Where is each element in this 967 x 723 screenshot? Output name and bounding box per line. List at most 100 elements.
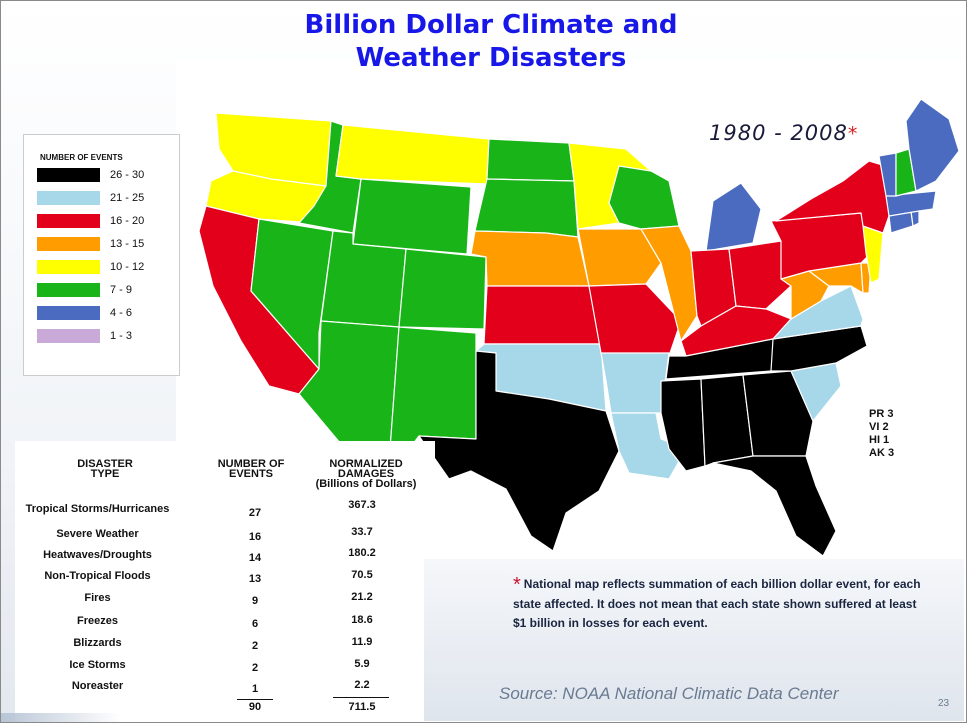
row-type: Severe Weather — [56, 528, 139, 540]
state-KS — [483, 285, 602, 345]
disaster-table: DISASTER TYPE NUMBER OF EVENTS NORMALIZE… — [15, 441, 435, 722]
state-SD — [474, 178, 579, 238]
legend-title: NUMBER OF EVENTS — [40, 153, 123, 162]
total-rule-events — [237, 699, 273, 700]
state-MT — [335, 124, 490, 185]
legend-swatch — [37, 191, 100, 205]
row-type: Noreaster — [71, 680, 124, 692]
legend-label: 26 - 30 — [110, 169, 145, 181]
row-damages: 367.3 — [348, 499, 376, 511]
header-damages-line: DAMAGES — [337, 468, 395, 480]
title-line-1: Billion Dollar Climate and — [304, 10, 678, 40]
legend-swatch — [37, 283, 100, 297]
table-row: Severe Weather 16 33.7 — [15, 526, 435, 548]
territory-ak: AK 3 — [869, 447, 895, 459]
row-events: 27 — [248, 507, 262, 519]
state-CO — [398, 248, 487, 330]
note-panel — [424, 559, 964, 721]
header-events: NUMBER OF EVENTS — [203, 458, 299, 480]
row-damages: 18.6 — [351, 614, 373, 626]
legend-label: 4 - 6 — [110, 307, 133, 319]
footnote-text: National map reflects summation of each … — [513, 577, 921, 630]
table-row: Non-Tropical Floods 13 70.5 — [15, 569, 435, 590]
legend-swatch — [37, 237, 100, 251]
year-range-text: 1980 - 2008 — [709, 121, 848, 145]
state-GA — [742, 370, 814, 457]
legend-label: 21 - 25 — [110, 192, 145, 204]
row-type: Heatwaves/Droughts — [43, 549, 152, 561]
header-type-line: TYPE — [90, 468, 120, 480]
legend-swatch — [37, 214, 100, 228]
header-type-line: DISASTER — [77, 458, 133, 470]
page-number: 23 — [938, 698, 950, 709]
map-legend: NUMBER OF EVENTS 26 - 30 21 - 25 16 - 20… — [23, 134, 180, 376]
slide-title: Billion Dollar Climate and Weather Disas… — [201, 9, 781, 75]
legend-swatch — [37, 168, 100, 182]
state-ND — [486, 138, 575, 182]
row-events: 9 — [251, 595, 259, 607]
title-line-2: Weather Disasters — [355, 43, 627, 73]
legend-swatch — [37, 260, 100, 274]
footnote: *National map reflects summation of each… — [513, 575, 933, 633]
state-AR — [600, 352, 670, 414]
state-ME — [905, 98, 960, 192]
legend-label: 13 - 15 — [110, 238, 145, 250]
source-credit: Source: NOAA National Climatic Data Cent… — [499, 684, 839, 703]
header-events-line: EVENTS — [228, 468, 273, 480]
legend-label: 7 - 9 — [110, 284, 133, 296]
year-range: 1980 - 2008* — [709, 121, 858, 145]
table-row: Tropical Storms/Hurricanes 27 367.3 — [15, 499, 435, 523]
state-MA — [885, 190, 937, 217]
table-row: Freezes 6 18.6 — [15, 614, 435, 635]
row-events: 16 — [248, 531, 262, 543]
row-damages: 70.5 — [351, 569, 373, 581]
row-type: Fires — [84, 592, 111, 604]
row-type: Freezes — [77, 615, 118, 627]
legend-label: 16 - 20 — [110, 215, 145, 227]
row-damages: 5.9 — [354, 658, 370, 670]
row-damages: 180.2 — [348, 547, 376, 559]
state-MI — [705, 182, 762, 252]
row-damages: 33.7 — [351, 526, 373, 538]
row-type: Ice Storms — [69, 659, 126, 671]
total-rule-damages — [333, 697, 389, 698]
row-type: Non-Tropical Floods — [44, 570, 151, 582]
legend-swatch — [37, 329, 100, 343]
state-RI — [910, 210, 920, 227]
row-type: Tropical Storms/Hurricanes — [25, 503, 170, 515]
territory-pr: PR 3 — [869, 408, 894, 420]
table-row: Noreaster 1 2.2 — [15, 679, 435, 700]
header-damages-line: (Billions of Dollars) — [315, 478, 417, 490]
total-events: 90 — [248, 701, 262, 713]
header-events-line: NUMBER OF — [217, 458, 285, 470]
territory-hi: HI 1 — [869, 434, 890, 446]
us-map — [198, 98, 960, 557]
state-NE — [470, 230, 590, 287]
state-OH — [728, 240, 792, 310]
row-events: 13 — [248, 573, 262, 585]
state-WI — [608, 165, 680, 230]
footnote-asterisk: * — [513, 574, 521, 596]
legend-label: 10 - 12 — [110, 261, 145, 273]
territory-counts: PR 3 VI 2 HI 1 AK 3 — [869, 408, 894, 460]
table-row: Blizzards 2 11.9 — [15, 636, 435, 657]
row-type: Blizzards — [73, 637, 122, 649]
legend-label: 1 - 3 — [110, 330, 133, 342]
row-damages: 2.2 — [354, 679, 370, 691]
year-asterisk: * — [847, 123, 859, 145]
row-events: 2 — [251, 640, 259, 652]
row-damages: 11.9 — [351, 636, 373, 648]
row-events: 6 — [251, 618, 259, 630]
row-events: 1 — [251, 683, 259, 695]
state-OR — [205, 170, 327, 224]
state-FL — [712, 455, 837, 557]
header-damages-line: NORMALIZED — [329, 458, 403, 470]
state-NV — [250, 218, 334, 370]
state-MO — [588, 283, 682, 357]
header-type: DISASTER TYPE — [55, 458, 155, 480]
